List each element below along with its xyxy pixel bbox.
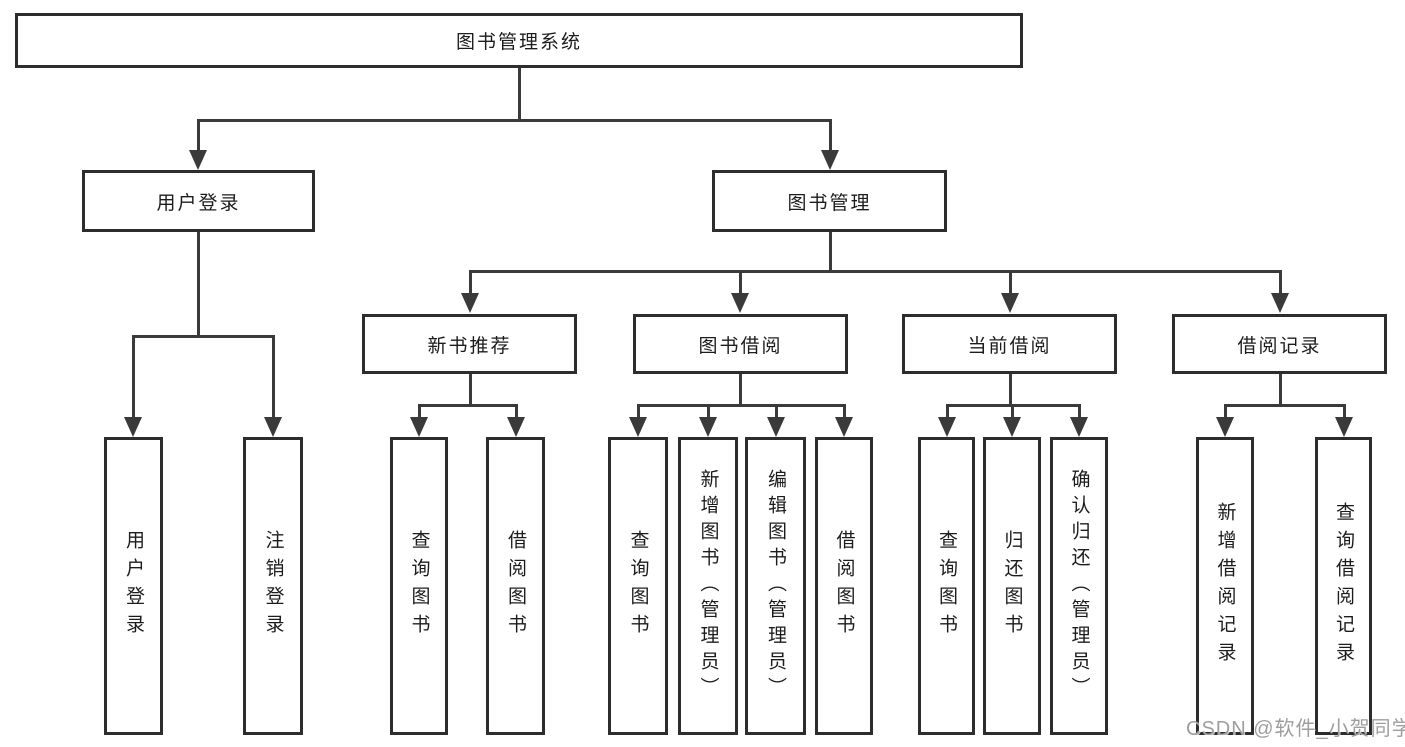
arrowhead-down: [189, 150, 207, 170]
leaf-query-borrow-record: 查询借阅记录: [1315, 437, 1372, 735]
connector-to-user-login: [197, 119, 200, 152]
connector-leaf-line: [1343, 404, 1346, 419]
connector-to-current-borrow: [1009, 270, 1012, 295]
leaf-add-borrow-record: 新增借阅记录: [1196, 437, 1254, 735]
arrowhead-down: [629, 417, 647, 437]
leaf-label: 注销登录: [262, 530, 284, 642]
leaf-label: 查询图书: [627, 530, 649, 642]
arrowhead-down: [821, 150, 839, 170]
leaf-confirm-return-admin: 确认归还（管理员）: [1050, 437, 1108, 735]
leaf-label: 借阅图书: [505, 530, 526, 642]
leaf-return-books: 归还图书: [983, 437, 1041, 735]
node-book-borrowing: 图书借阅: [633, 314, 848, 374]
connector-borrow-record-hbar: [1224, 404, 1346, 407]
leaf-logout: 注销登录: [243, 437, 303, 735]
arrowhead-down: [1070, 417, 1088, 437]
connector-current-borrow-stub: [1009, 374, 1012, 407]
csdn-watermark: CSDN @软件_小贺同学: [1186, 718, 1405, 740]
connector-leaf-line: [637, 404, 640, 419]
arrowhead-down: [264, 417, 282, 437]
leaf-label: 编辑图书（管理员）: [765, 469, 786, 703]
leaf-label: 查询图书: [408, 530, 430, 642]
node-current-borrowing: 当前借阅: [902, 314, 1117, 374]
node-new-book-recommendation: 新书推荐: [362, 314, 577, 374]
connector-user-login-hbar: [132, 335, 275, 338]
node-library-management-system: 图书管理系统: [15, 13, 1023, 68]
connector-to-login-leaf: [132, 335, 135, 417]
leaf-label: 新增借阅记录: [1214, 502, 1236, 670]
arrowhead-down: [699, 417, 717, 437]
connector-leaf-line: [775, 404, 778, 419]
arrowhead-down: [731, 293, 749, 313]
arrowhead-down: [507, 417, 525, 437]
leaf-add-books-admin: 新增图书（管理员）: [678, 437, 738, 735]
arrowhead-down: [410, 417, 428, 437]
connector-leaf-line: [515, 404, 518, 419]
connector-to-borrow-record: [1279, 270, 1282, 295]
leaf-edit-books-admin: 编辑图书（管理员）: [745, 437, 806, 735]
connector-leaf-line: [418, 404, 421, 419]
connector-root-hbar: [197, 119, 832, 122]
connector-book-mgmt-hbar: [469, 270, 1282, 273]
connector-to-book-borrow: [739, 270, 742, 295]
arrowhead-down: [938, 417, 956, 437]
leaf-label: 新增图书（管理员）: [697, 469, 719, 703]
arrowhead-down: [1216, 417, 1234, 437]
leaf-label: 借阅图书: [833, 530, 855, 642]
connector-leaf-line: [707, 404, 710, 419]
node-book-management: 图书管理: [712, 170, 947, 232]
arrowhead-down: [124, 417, 142, 437]
connector-root-stub: [518, 68, 521, 120]
leaf-label: 归还图书: [1001, 530, 1023, 642]
connector-to-logout-leaf: [272, 335, 275, 417]
arrowhead-down: [1003, 417, 1021, 437]
connector-borrow-record-stub: [1279, 374, 1282, 407]
arrowhead-down: [461, 293, 479, 313]
connector-user-login-stub: [197, 232, 200, 337]
arrowhead-down: [835, 417, 853, 437]
leaf-label: 查询借阅记录: [1333, 502, 1354, 670]
connector-leaf-line: [1224, 404, 1227, 419]
node-borrowing-records: 借阅记录: [1172, 314, 1387, 374]
leaf-label: 用户登录: [123, 530, 144, 642]
arrowhead-down: [1271, 293, 1289, 313]
leaf-borrow-books-1: 借阅图书: [486, 437, 545, 735]
connector-new-book-stub: [469, 374, 472, 407]
connector-leaf-line: [1078, 404, 1081, 419]
arrowhead-down: [1335, 417, 1353, 437]
arrowhead-down: [767, 417, 785, 437]
leaf-query-books-2: 查询图书: [608, 437, 668, 735]
leaf-query-books-1: 查询图书: [390, 437, 448, 735]
connector-leaf-line: [946, 404, 949, 419]
connector-book-mgmt-stub: [829, 232, 832, 273]
connector-book-borrow-stub: [739, 374, 742, 407]
leaf-label: 确认归还（管理员）: [1068, 469, 1090, 703]
connector-to-book-management: [829, 119, 832, 152]
connector-leaf-line: [843, 404, 846, 419]
leaf-query-books-3: 查询图书: [918, 437, 975, 735]
connector-to-new-book: [469, 270, 472, 295]
connector-book-borrow-hbar: [637, 404, 846, 407]
arrowhead-down: [1001, 293, 1019, 313]
connector-leaf-line: [1011, 404, 1014, 419]
leaf-label: 查询图书: [936, 530, 957, 642]
leaf-borrow-books-2: 借阅图书: [815, 437, 873, 735]
leaf-user-login: 用户登录: [104, 437, 163, 735]
connector-new-book-hbar: [418, 404, 518, 407]
node-user-login: 用户登录: [82, 170, 315, 232]
